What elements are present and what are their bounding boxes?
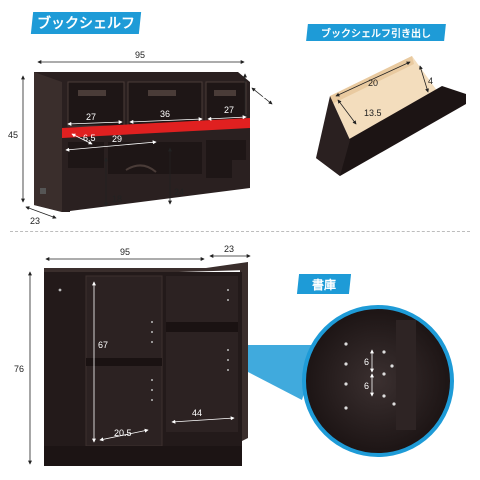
drawer-dimension-lines <box>335 61 429 125</box>
storage-drawing <box>44 262 248 466</box>
hole-pitch-lower-label: 6 <box>364 381 369 391</box>
bookshelf-drawing <box>34 72 250 212</box>
shelf-depth-label: 23 <box>30 216 40 226</box>
drawer-width-label: 20 <box>368 78 378 88</box>
drawer-depth-label: 4 <box>428 76 433 86</box>
storage-depth-label: 23 <box>224 244 234 254</box>
leg-height-label: 18 <box>112 194 122 204</box>
lower-left-depth-label: 6.5 <box>83 133 96 143</box>
left-section-height-label: 67 <box>98 340 108 350</box>
shelf-width-label: 95 <box>135 50 145 60</box>
top-box-height-label: 18 <box>250 78 260 88</box>
center-height-label: 24 <box>174 187 184 197</box>
hole-pitch-upper-label: 6 <box>364 357 369 367</box>
detail-zoom <box>248 305 454 457</box>
storage-width-label: 95 <box>120 247 130 257</box>
section-divider <box>10 231 470 232</box>
left-compartment-label: 27 <box>86 112 96 122</box>
drawer-inner-label: 13.5 <box>364 108 382 118</box>
shelf-height-label: 45 <box>8 130 18 140</box>
storage-dimension-lines <box>28 254 251 465</box>
shelf-dimension-lines <box>21 60 273 219</box>
lower-left-width-label: 29 <box>112 134 122 144</box>
drawer-drawing <box>316 50 468 180</box>
right-section-width-label: 44 <box>192 408 202 418</box>
right-compartment-label: 27 <box>224 105 234 115</box>
bottom-inner-label: 20.5 <box>114 428 132 438</box>
storage-height-label: 76 <box>14 364 24 374</box>
middle-compartment-label: 36 <box>160 109 170 119</box>
slant-label: 21 <box>262 90 272 100</box>
